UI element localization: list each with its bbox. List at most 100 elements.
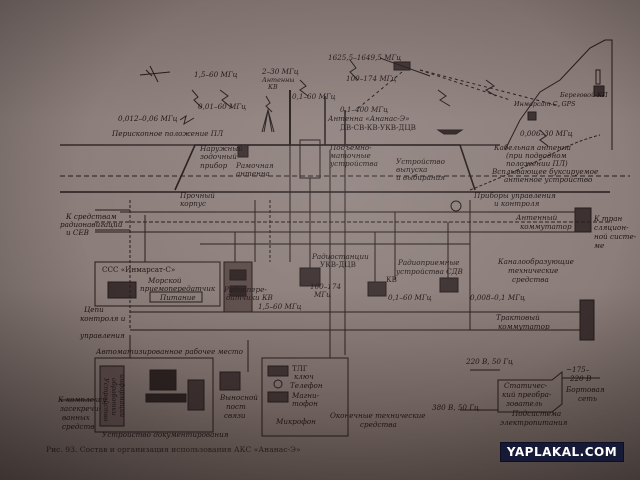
tower-icon xyxy=(595,69,601,85)
label-bkp: Береговой КП xyxy=(559,91,608,99)
label-to-radio3: и СЕВ xyxy=(66,228,89,237)
label-circ1: Цепи xyxy=(84,305,104,314)
label-radio1: Радиопере- xyxy=(223,285,267,294)
label-ext1: Наружный xyxy=(199,144,243,153)
label-kv: КВ xyxy=(386,275,397,284)
label-tlg: ТЛГ xyxy=(292,364,308,373)
radio-wave-icon xyxy=(191,89,203,109)
label-stat3: зователь xyxy=(506,399,542,408)
label-recvf: 0,1–60 МГц xyxy=(388,293,432,302)
label-ant-kv: Антенны xyxy=(261,76,295,84)
label-f6: 0,01–60 МГц xyxy=(198,102,246,111)
label-recv2: устройства СДВ xyxy=(395,267,463,276)
inmarsat-box xyxy=(94,261,221,307)
label-ukv4: МГц xyxy=(313,290,331,299)
watermark-text: YAPLAKAL.COM xyxy=(506,445,618,459)
buoy-icon xyxy=(527,111,537,121)
label-v380: 380 В, 50 Гц xyxy=(432,403,479,412)
label-docs: Устройство документирования xyxy=(102,430,229,439)
label-chan3: средства xyxy=(512,275,549,284)
label-hull1: Прочный xyxy=(179,191,215,200)
label-ukv1: Радиостанции xyxy=(311,252,369,261)
label-post2: пост xyxy=(226,402,246,411)
watermark-badge: YAPLAKAL.COM xyxy=(500,442,624,462)
label-ant-bands: ДВ-СВ-КВ-УКВ-ДЦВ xyxy=(340,123,416,132)
whip-antenna-icon xyxy=(261,108,275,133)
label-key: ключ xyxy=(294,372,314,381)
label-lift1: Подъемно- xyxy=(329,143,372,152)
label-sub1: Подсистема xyxy=(511,409,561,418)
label-tow2: антенное устройство xyxy=(504,175,593,184)
receiver-box xyxy=(367,281,387,297)
label-vertical-2: обработки xyxy=(110,378,118,415)
coastal-station-icon xyxy=(593,85,605,97)
label-hull2: корпус xyxy=(180,199,206,208)
label-tow1: Всплывающее буксируемое xyxy=(491,167,598,176)
label-dev2: выпуска xyxy=(396,165,427,174)
label-vertical-1: Устройство xyxy=(102,378,110,422)
coast-mountain-icon xyxy=(504,39,613,151)
label-f7: 0,012–0,06 МГц xyxy=(118,114,178,123)
label-periscope: Перископное положение ПЛ xyxy=(111,129,224,138)
label-post3: связи xyxy=(224,411,246,420)
label-circ2: контроля и xyxy=(80,314,126,323)
label-to-trans4: ме xyxy=(594,241,604,250)
label-to-trans3: ной систе- xyxy=(594,232,637,241)
label-v220: 220 В, 50 Гц xyxy=(465,357,513,366)
antenna-commutator-box xyxy=(574,207,592,233)
label-ctrl-dev: Приборы управления xyxy=(473,191,556,200)
cable-reel-icon xyxy=(450,200,462,212)
label-cable: Кабельная антенна xyxy=(493,143,571,152)
label-frame2: антенна xyxy=(236,169,270,178)
label-stat2: кий преобра- xyxy=(502,390,552,399)
label-term1: Оконечные технические xyxy=(330,411,426,420)
label-inmarsat-gps: Инмарсат-С, GPS xyxy=(513,100,576,108)
label-board2: сеть xyxy=(578,394,597,403)
label-chan2: технические xyxy=(508,266,558,275)
aircraft-icon xyxy=(139,65,171,83)
label-ukv3: 100–174 xyxy=(310,282,341,291)
label-recv1: Радиоприемные xyxy=(397,258,460,267)
label-sea1: Морской xyxy=(147,276,182,285)
label-power: Питание xyxy=(159,293,196,302)
label-arm: Автоматизированное рабочее место xyxy=(95,347,244,356)
label-term2: средства xyxy=(360,420,397,429)
tract-commutator-box xyxy=(579,299,595,341)
submarine-hull-outline xyxy=(174,144,476,191)
label-dev3: и выбирания xyxy=(396,173,445,182)
satellite-icon xyxy=(379,57,431,77)
label-complex4: средств xyxy=(62,422,94,431)
label-vertical-3: информации xyxy=(118,374,126,417)
label-mic: Микрофон xyxy=(275,417,316,426)
label-sdvf: 0,008–0,1 МГц xyxy=(470,293,525,302)
static-converter-box xyxy=(497,370,563,413)
label-to-trans1: К тран xyxy=(593,214,623,223)
label-stat1: Статичес- xyxy=(504,381,548,390)
label-f3: 1625,5–1649,5 МГц xyxy=(328,53,401,62)
label-to-radio1: К средствам xyxy=(65,212,117,221)
label-f2: 2–30 МГц xyxy=(261,67,299,76)
arm-workstation-box xyxy=(94,357,214,433)
label-board1: Бортовая xyxy=(565,385,605,394)
label-ant-anan: Антенна «Ананас-Э» xyxy=(327,114,410,123)
label-radio2: датчики КВ xyxy=(226,293,273,302)
label-circ3: управления xyxy=(79,331,125,340)
label-cable3: положении ПЛ) xyxy=(506,159,568,168)
sdv-receiver-box xyxy=(439,277,459,293)
label-mag1: Магни- xyxy=(291,391,320,400)
label-ext2: зодочный xyxy=(200,152,237,161)
label-ant-comm: Антенный xyxy=(515,213,558,222)
label-f9: 0,006–30 МГц xyxy=(520,129,573,138)
label-f5: 100–174 МГц xyxy=(346,74,396,83)
label-f8: 0,1–400 МГц xyxy=(340,105,388,114)
label-chan1: Каналообразующие xyxy=(497,257,574,266)
label-sea2: приемопередатчик xyxy=(140,284,216,293)
label-v175b: 220 В xyxy=(569,374,591,383)
ship-icon xyxy=(436,129,464,135)
label-f1: 1,5–60 МГц xyxy=(194,70,238,79)
label-frame1: Рамочная xyxy=(235,161,274,170)
label-dev1: Устройство xyxy=(396,157,446,166)
label-to-radio2: радионавигации xyxy=(60,220,123,229)
label-to-trans2: сляцион- xyxy=(594,223,629,232)
